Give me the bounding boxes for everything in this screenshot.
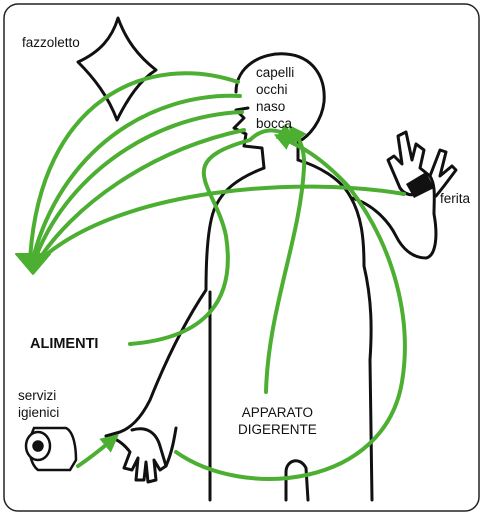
digestive-label-line-1: APPARATO: [238, 404, 317, 421]
toilet-label-line-2: igienici: [18, 404, 59, 421]
food-label: ALIMENTI: [30, 336, 98, 353]
body-outline: [106, 160, 372, 500]
lower-arm-outline: [166, 428, 176, 466]
digestive-label-line-2: DIGERENTE: [238, 421, 317, 438]
arrow-toilet-to-hand: [78, 440, 112, 466]
tissue-icon: [78, 18, 156, 120]
nose-label: naso: [256, 98, 294, 115]
arrow-digestive-to-mouth: [266, 132, 304, 392]
lower-hand-outline: [106, 429, 166, 482]
toilet-label-line-1: servizi: [18, 387, 59, 404]
toilet-paper-roll-icon: [26, 428, 76, 470]
head-parts-labels: capelli occhi naso bocca: [256, 64, 294, 132]
arrow-convergence-head: [16, 254, 50, 274]
hair-label: capelli: [256, 64, 294, 81]
wound-label: ferita: [440, 190, 470, 207]
mouth-label: bocca: [256, 115, 294, 132]
toilet-label: servizi igienici: [18, 387, 59, 421]
eyes-label: occhi: [256, 81, 294, 98]
digestive-label: APPARATO DIGERENTE: [238, 404, 317, 438]
tissue-label: fazzoletto: [22, 34, 80, 51]
